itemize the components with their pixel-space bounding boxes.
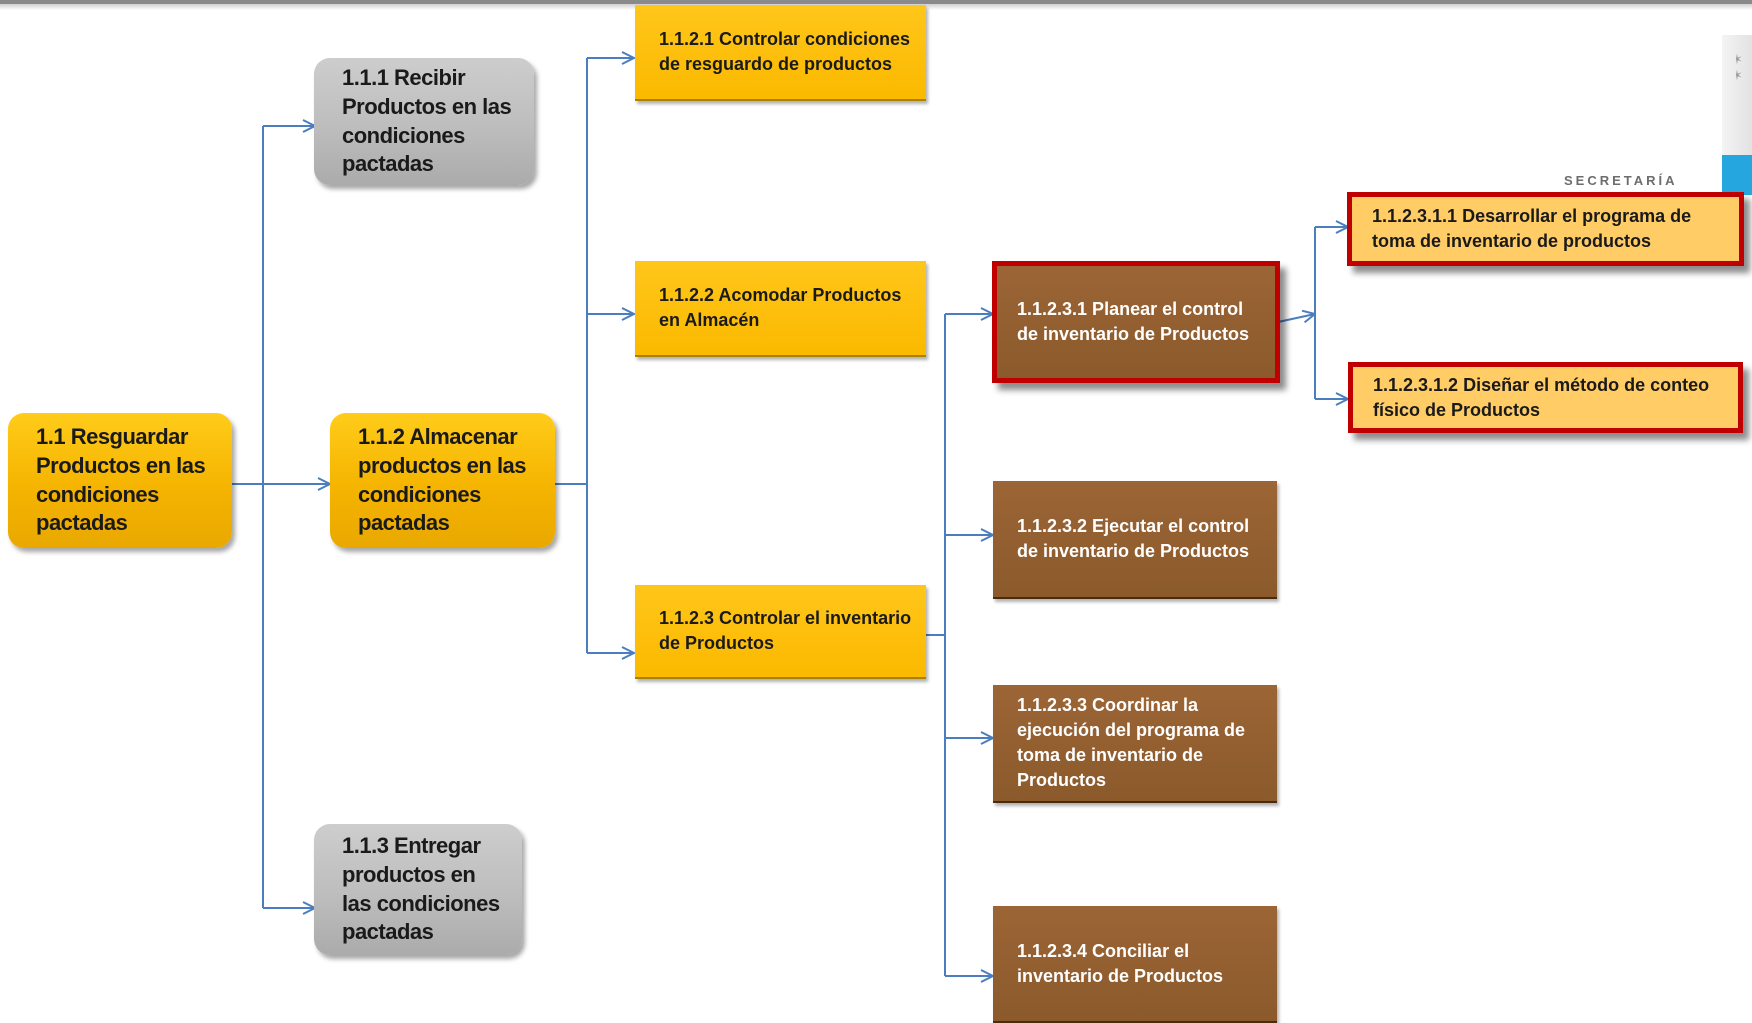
node-1-1-2-3-1-1: 1.1.2.3.1.1 Desarrollar el programa de t… — [1347, 192, 1744, 266]
node-1-1-2-3-1: 1.1.2.3.1 Planear el control de inventar… — [992, 261, 1280, 383]
node-1-1-2-3-1-2: 1.1.2.3.1.2 Diseñar el método de conteo … — [1348, 362, 1743, 433]
top-border — [0, 0, 1752, 4]
node-1-1-2-2-label: 1.1.2.2 Acomodar Productos en Almacén — [659, 285, 902, 330]
node-1-1-2-1: 1.1.2.1 Controlar condiciones de resguar… — [635, 5, 926, 101]
node-1-1-2-3-4-label: 1.1.2.3.4 Conciliar el inventario de Pro… — [1017, 940, 1224, 986]
node-1-1-2-3-1-1-label: 1.1.2.3.1.1 Desarrollar el programa de t… — [1372, 206, 1692, 251]
node-1-1-1: 1.1.1 Recibir Productos en las condicion… — [314, 58, 534, 185]
node-1-1-2-label: 1.1.2 Almacenar productos en las condici… — [358, 424, 527, 536]
node-1-1-label: 1.1 Resguardar Productos en las condicio… — [36, 424, 206, 536]
node-1-1-2-3-2-label: 1.1.2.3.2 Ejecutar el control de inventa… — [1017, 516, 1250, 561]
node-1-1-2-3-3: 1.1.2.3.3 Coordinar la ejecución del pro… — [993, 685, 1277, 803]
node-1-1-2-3-2: 1.1.2.3.2 Ejecutar el control de inventa… — [993, 481, 1277, 599]
node-1-1-2-3-4: 1.1.2.3.4 Conciliar el inventario de Pro… — [993, 906, 1277, 1023]
node-1-1-2-1-label: 1.1.2.1 Controlar condiciones de resguar… — [659, 29, 911, 74]
node-1-1-2-3-1-label: 1.1.2.3.1 Planear el control de inventar… — [1017, 299, 1250, 344]
node-1-1-3-label: 1.1.3 Entregar productos en las condicio… — [342, 833, 500, 945]
brand-color-strip — [1722, 155, 1752, 195]
node-1-1-2-3-1-2-label: 1.1.2.3.1.2 Diseñar el método de conteo … — [1373, 374, 1710, 420]
node-1-1-3: 1.1.3 Entregar productos en las condicio… — [314, 824, 522, 955]
emblem-icon: ✶✶ — [1736, 52, 1746, 84]
node-1-1-1-label: 1.1.1 Recibir Productos en las condicion… — [342, 65, 512, 177]
secretaria-label: SECRETARÍA — [1564, 173, 1678, 188]
node-1-1-2-3: 1.1.2.3 Controlar el inventario de Produ… — [635, 585, 926, 679]
node-1-1: 1.1 Resguardar Productos en las condicio… — [8, 413, 232, 548]
logo-strip — [1722, 35, 1752, 155]
node-1-1-2-2: 1.1.2.2 Acomodar Productos en Almacén — [635, 261, 926, 357]
node-1-1-2-3-label: 1.1.2.3 Controlar el inventario de Produ… — [659, 608, 912, 653]
node-1-1-2: 1.1.2 Almacenar productos en las condici… — [330, 413, 555, 548]
node-1-1-2-3-3-label: 1.1.2.3.3 Coordinar la ejecución del pro… — [1017, 695, 1246, 790]
arrow-planear-stem — [1277, 314, 1315, 322]
